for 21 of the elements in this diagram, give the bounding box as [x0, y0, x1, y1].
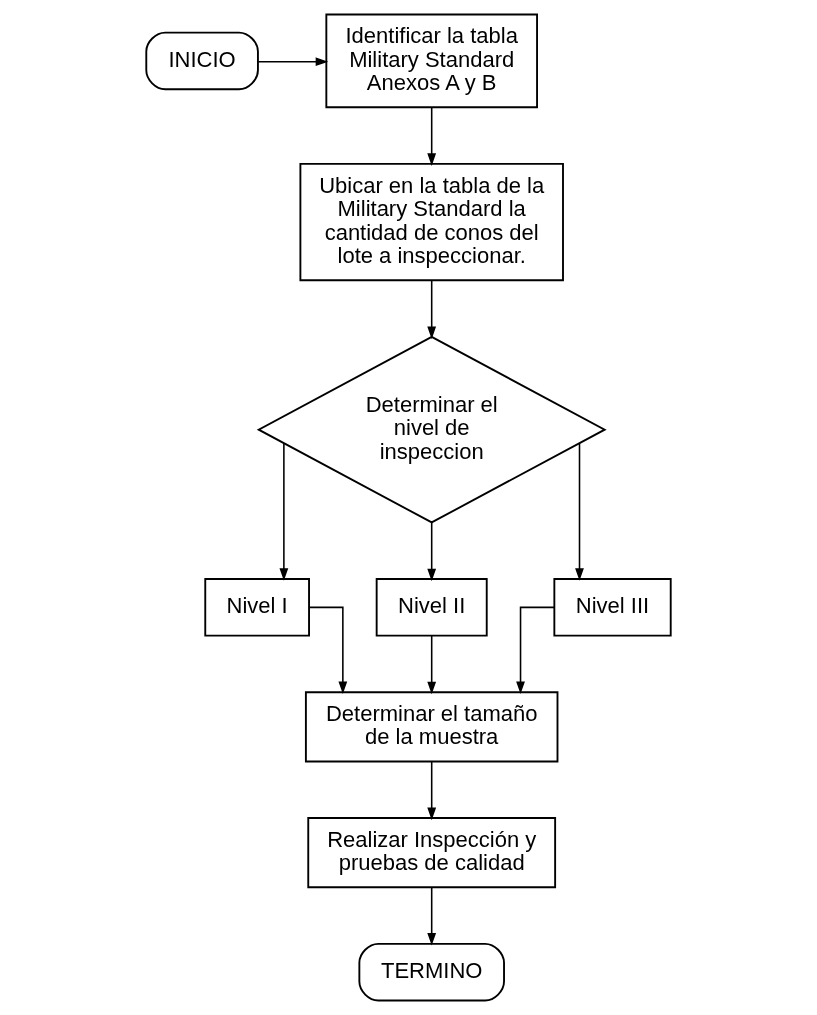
arrow: [279, 442, 289, 581]
node-box: Realizar Inspección y pruebas de calidad: [307, 817, 557, 889]
node-box: Nivel III: [553, 578, 672, 637]
node-box: Identificar la tabla Military Standard Anexos A y B: [325, 13, 538, 109]
node-box: INICIO: [145, 31, 259, 91]
arrow: [427, 279, 437, 340]
arrow: [427, 106, 437, 166]
arrow: [427, 887, 437, 946]
node-box: Determinar el tamaño de la muestra: [304, 691, 559, 763]
node-box: Ubicar en la tabla de la Military Standard la cantidad de conos del lote a inspeccionar.: [299, 162, 564, 282]
node-box: Nivel I: [204, 578, 310, 637]
node-diamond: Determinar el nivel de inspeccion: [256, 335, 607, 524]
arrow: [427, 634, 437, 695]
arrow: [427, 761, 437, 821]
arrow: [516, 606, 556, 695]
arrow: [575, 442, 584, 581]
node-box: Nivel II: [375, 578, 488, 637]
arrow: [308, 606, 348, 695]
arrow: [257, 57, 329, 67]
node-box: TERMINO: [358, 942, 505, 1002]
arrow: [427, 521, 437, 582]
